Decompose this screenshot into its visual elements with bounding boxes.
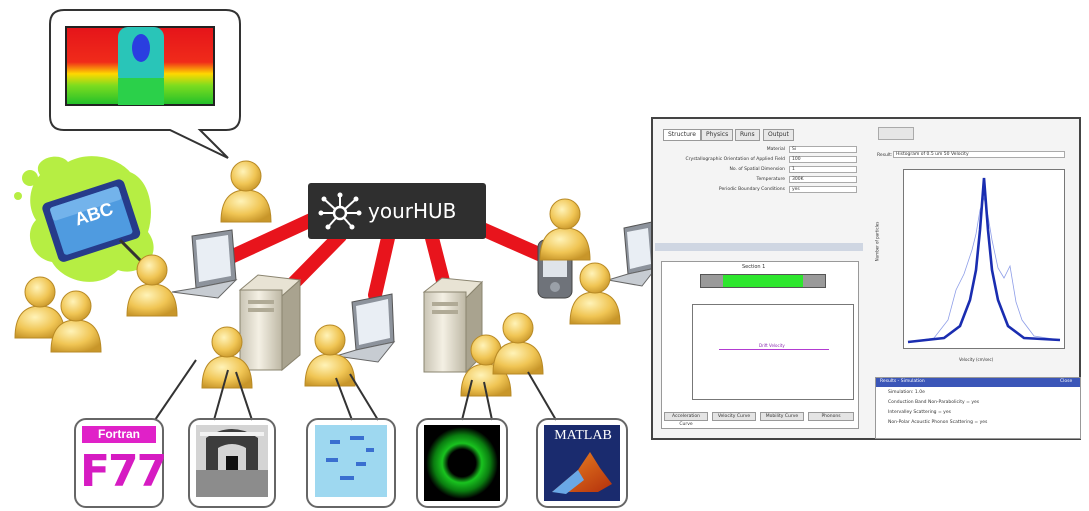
- tile-green-ring: [424, 425, 500, 501]
- results-close-button[interactable]: Close: [1060, 379, 1073, 384]
- person-icon: [126, 254, 178, 317]
- histogram-ylabel: Number of particles: [874, 221, 880, 262]
- results-line: Intervalley Scattering = yes: [888, 410, 951, 415]
- person-icon: [304, 324, 356, 387]
- field-input[interactable]: yes: [789, 186, 857, 193]
- tile-ring-frame: [416, 418, 508, 508]
- device-bar: [700, 274, 826, 288]
- device-label: Section 1: [742, 264, 766, 270]
- field-input[interactable]: 100: [789, 156, 857, 163]
- tile-connector-lines: [154, 359, 557, 421]
- device-panel: Section 1 Drift Velocity Acceleration Cu…: [661, 261, 859, 429]
- histogram-light-curve: [907, 196, 1061, 343]
- results-line: Conduction Band Non-Parabolicity = yes: [888, 400, 980, 405]
- tile-matlab-logo: [544, 425, 620, 501]
- results-line: Simulation: 1.0e: [888, 390, 925, 395]
- matlab-label: MATLAB: [554, 428, 612, 443]
- histogram-xlabel: Velocity (cm/sec): [959, 357, 994, 362]
- tab-mobility[interactable]: Mobility Curve: [760, 412, 804, 421]
- laptop-middle: [335, 293, 396, 363]
- tab-velocity[interactable]: Velocity Curve: [712, 412, 756, 421]
- tab-structure[interactable]: Structure: [663, 129, 701, 141]
- yourhub-badge: yourHUB: [308, 183, 486, 239]
- drift-velocity-label: Drift Velocity: [759, 343, 785, 348]
- person-icon: [492, 312, 544, 375]
- person-icon: [220, 160, 272, 223]
- field-input[interactable]: 300K: [789, 176, 857, 183]
- tab-physics[interactable]: Physics: [701, 129, 734, 141]
- fortran-tag: Fortran: [82, 426, 156, 443]
- tile-blue-gel: [315, 425, 387, 497]
- result-label: Result:: [877, 153, 893, 158]
- laptop-right: [607, 221, 658, 287]
- bottom-tab-row: Acceleration Curve Velocity Curve Mobili…: [662, 412, 858, 427]
- results-panel: Results - Simulation Close Simulation: 1…: [875, 377, 1081, 439]
- field-input[interactable]: 1: [789, 166, 857, 173]
- hub-label: yourHUB: [368, 199, 457, 223]
- tab-runs[interactable]: Runs: [735, 129, 760, 141]
- server-right: [422, 277, 484, 374]
- hub-network-icon: [318, 192, 362, 230]
- histogram-plot: [903, 169, 1065, 349]
- person-icon: [569, 262, 621, 325]
- field-label: No. of Spatial Dimension: [729, 167, 785, 172]
- results-header-label: Results - Simulation: [880, 379, 925, 384]
- tablet-icon: [42, 179, 141, 262]
- histogram-dark-curve: [907, 177, 1061, 344]
- simulate-button[interactable]: [878, 127, 914, 140]
- drift-velocity-line: [719, 349, 829, 350]
- person-icon: [50, 290, 102, 353]
- results-line: Non-Polar Acoustic Phonon Scattering = y…: [888, 420, 988, 425]
- results-panel-header: Results - Simulation Close: [876, 378, 1080, 387]
- fortran-f77: F77: [80, 446, 167, 497]
- heatmap-thumbnail: [65, 26, 215, 106]
- tile-electron-micrograph: [196, 425, 268, 497]
- field-label: Crystallographic Orientation of Applied …: [685, 157, 785, 162]
- field-label: Material: [766, 147, 785, 152]
- velocity-plot: Drift Velocity: [692, 304, 854, 400]
- laptop-left: [171, 229, 238, 299]
- field-label: Periodic Boundary Conditions: [718, 187, 785, 192]
- section-header: [655, 243, 863, 251]
- field-label: Temperature: [756, 177, 785, 182]
- tile-micrograph-frame: [188, 418, 276, 508]
- server-left: [238, 274, 302, 372]
- tile-gel-frame: [306, 418, 396, 508]
- field-input[interactable]: Si: [789, 146, 857, 153]
- tab-bar: Structure Physics Runs Output: [655, 121, 865, 141]
- result-select[interactable]: Histogram of 0.5 um 50 Velocity: [893, 151, 1065, 158]
- person-icon: [539, 198, 591, 261]
- tab-phonons[interactable]: Phonons: [808, 412, 854, 421]
- person-icon: [14, 276, 66, 339]
- tab-output[interactable]: Output: [763, 129, 794, 141]
- tile-matlab-frame: [536, 418, 628, 508]
- tab-acceleration[interactable]: Acceleration Curve: [664, 412, 708, 427]
